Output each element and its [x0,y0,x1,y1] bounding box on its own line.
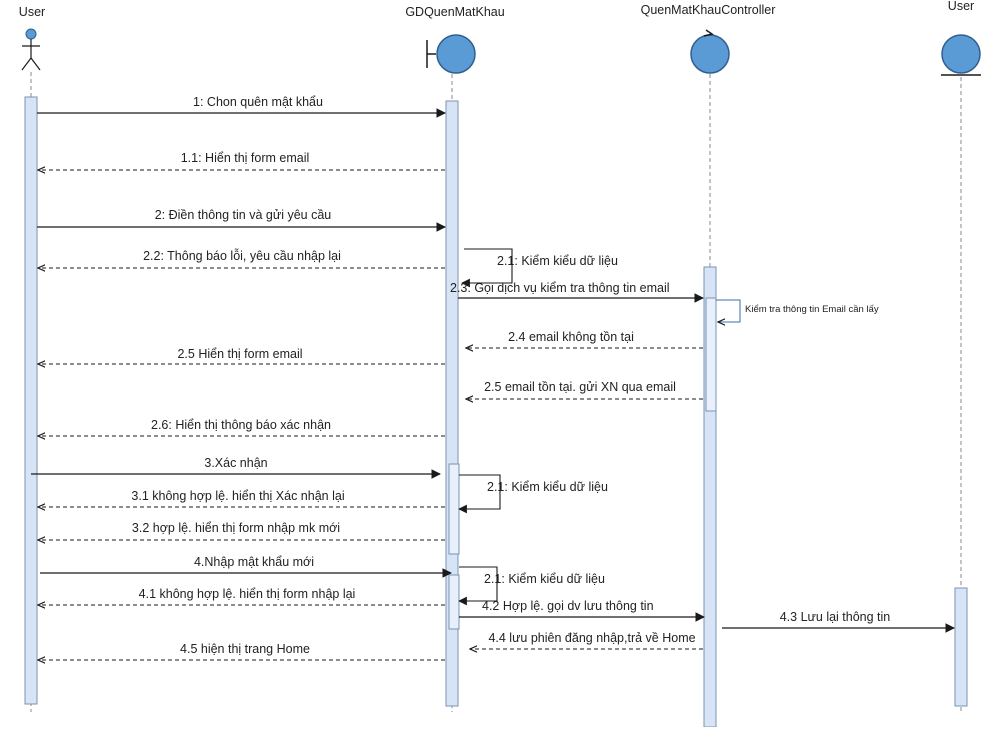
message-label: 3.Xác nhận [204,456,267,470]
participant-label-user1: User [19,5,45,19]
participant-label-gd: GDQuenMatKhau [405,5,504,19]
boundary-icon [426,34,476,74]
message-label: 2.5 email tồn tại. gửi XN qua email [484,380,676,394]
self-message-arrow [716,299,741,322]
message-label: 2.1: Kiểm kiểu dữ liệu [487,480,608,494]
message-label: 2.1: Kiểm kiểu dữ liệu [484,572,605,586]
message-label: 2.1: Kiểm kiểu dữ liệu [497,254,618,268]
message-label: 3.1 không hợp lệ. hiển thị Xác nhận lại [131,489,344,503]
self-message-arrow [458,566,498,606]
actor-icon [21,28,41,71]
message-label: 1: Chon quên mật khẩu [193,95,323,109]
message-label: 4.Nhập mật khẩu mới [194,555,314,569]
self-message-arrow [458,474,501,514]
message-label: 1.1: Hiển thị form email [181,151,310,165]
participant-label-ctrl: QuenMatKhauController [641,3,776,17]
entity-icon [941,34,981,76]
self-message-arrow [461,248,513,288]
message-label: 3.2 hợp lệ. hiển thị form nhập mk mới [132,521,340,535]
message-label: Kiểm tra thông tin Email cần lấy [745,304,879,315]
activation-gd-nested-1 [448,463,460,555]
activation-gd [445,100,459,707]
activation-ctrl-nested [705,297,717,412]
message-label: 2.3: Gọi dịch vụ kiểm tra thông tin emai… [450,281,670,295]
message-label: 4.3 Lưu lại thông tin [780,610,891,624]
participant-label-user2: User [948,0,974,13]
message-label: 2.5 Hiển thị form email [177,347,302,361]
activation-user1 [24,96,38,705]
control-icon [690,29,730,74]
message-label: 2: Điền thông tin và gửi yêu cầu [155,208,332,222]
message-label: 2.2: Thông báo lỗi, yêu cầu nhập lại [143,248,341,263]
activation-gd-nested-2 [448,574,460,630]
activation-user2 [954,587,968,707]
message-label: 2.6: Hiển thị thông báo xác nhận [151,418,331,432]
message-label: 4.4 lưu phiên đăng nhập,trả về Home [488,631,695,645]
message-label: 2.4 email không tồn tại [508,330,634,344]
message-label: 4.2 Hợp lệ. gọi dv lưu thông tin [482,599,654,613]
message-label: 4.5 hiện thị trang Home [180,642,310,656]
message-label: 4.1 không hợp lệ. hiển thị form nhập lại [139,587,356,601]
